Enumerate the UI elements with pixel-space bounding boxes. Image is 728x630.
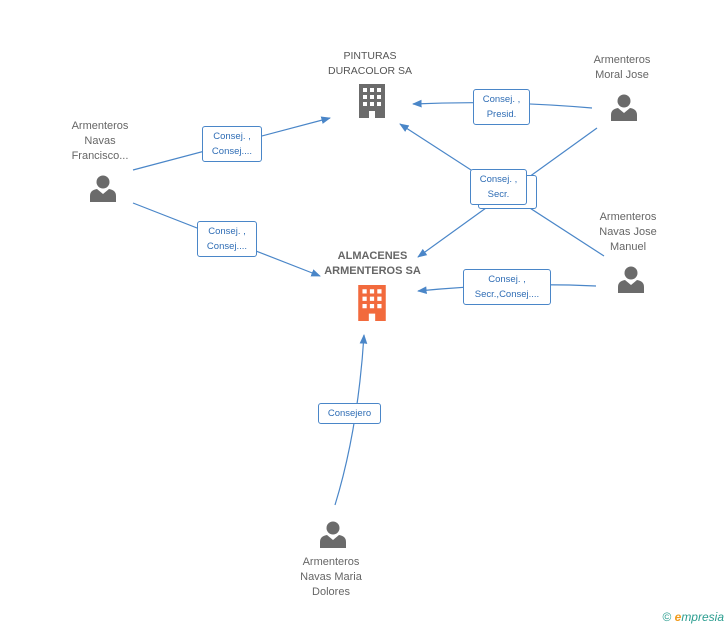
- relation-box-francisco-pinturas[interactable]: Consej. , Consej....: [202, 126, 262, 162]
- brand-name: mpresia: [681, 610, 724, 624]
- label-line: Navas Jose: [599, 226, 657, 238]
- copyright-icon: ©: [662, 610, 672, 624]
- relation-box-center[interactable]: Consej. , Secr.: [470, 169, 527, 205]
- footer-brand[interactable]: © empresia: [662, 610, 724, 624]
- relation-box-jose-almacenes[interactable]: Consej. , Secr.,Consej....: [463, 269, 551, 305]
- label-line: Armenteros: [593, 54, 651, 66]
- building-icon-almacenes: [358, 285, 386, 321]
- relation-line: Consej. ,: [482, 94, 521, 105]
- relation-box-maria-almacenes[interactable]: Consejero: [318, 403, 381, 424]
- relation-line: Consej. ,: [213, 131, 251, 142]
- building-icon-pinturas: [359, 84, 385, 118]
- label-line: Francisco...: [71, 150, 129, 162]
- node-label-moral-jose[interactable]: Armenteros Moral Jose: [572, 53, 672, 83]
- label-line: Armenteros: [599, 211, 657, 223]
- node-label-jose-manuel[interactable]: Armenteros Navas Jose Manuel: [578, 210, 678, 255]
- relation-line: Consej....: [206, 241, 248, 252]
- person-icon-moral-jose: [611, 94, 637, 121]
- relation-line: Consej. ,: [208, 226, 246, 237]
- label-line: Armenteros: [71, 120, 129, 132]
- label-line: Navas: [84, 135, 116, 147]
- label-line: Moral Jose: [595, 69, 649, 81]
- relation-box-moral-pinturas[interactable]: Consej. , Presid.: [473, 89, 530, 125]
- person-icon-francisco: [90, 175, 116, 202]
- label-line: PINTURAS: [343, 50, 397, 62]
- label-line: ARMENTEROS SA: [324, 265, 421, 277]
- brand-logo-e: e: [674, 610, 682, 624]
- person-icon-maria-dolores: [320, 521, 346, 548]
- label-line: Manuel: [609, 241, 647, 253]
- node-label-maria-dolores[interactable]: Armenteros Navas Maria Dolores: [281, 555, 381, 600]
- label-line: Navas Maria: [300, 571, 362, 583]
- label-line: Dolores: [312, 586, 350, 598]
- relation-line: Consej. ,: [479, 174, 518, 185]
- node-label-francisco[interactable]: Armenteros Navas Francisco...: [50, 119, 150, 164]
- relation-line: Consejero: [327, 408, 372, 419]
- label-line: Armenteros: [302, 556, 360, 568]
- label-line: ALMACENES: [337, 250, 408, 262]
- relation-line: Presid.: [486, 109, 517, 120]
- node-label-almacenes[interactable]: ALMACENES ARMENTEROS SA: [315, 249, 430, 279]
- relation-line: Secr.,Consej....: [474, 289, 540, 300]
- relation-line: Secr.: [487, 189, 510, 200]
- node-label-pinturas[interactable]: PINTURAS DURACOLOR SA: [320, 49, 420, 79]
- relation-box-francisco-almacenes[interactable]: Consej. , Consej....: [197, 221, 257, 257]
- person-icon-jose-manuel: [618, 266, 644, 293]
- relation-line: Consej....: [211, 146, 253, 157]
- relation-line: Consej. ,: [488, 274, 526, 285]
- edge-maria-almacenes: [334, 334, 368, 506]
- label-line: DURACOLOR SA: [327, 65, 412, 77]
